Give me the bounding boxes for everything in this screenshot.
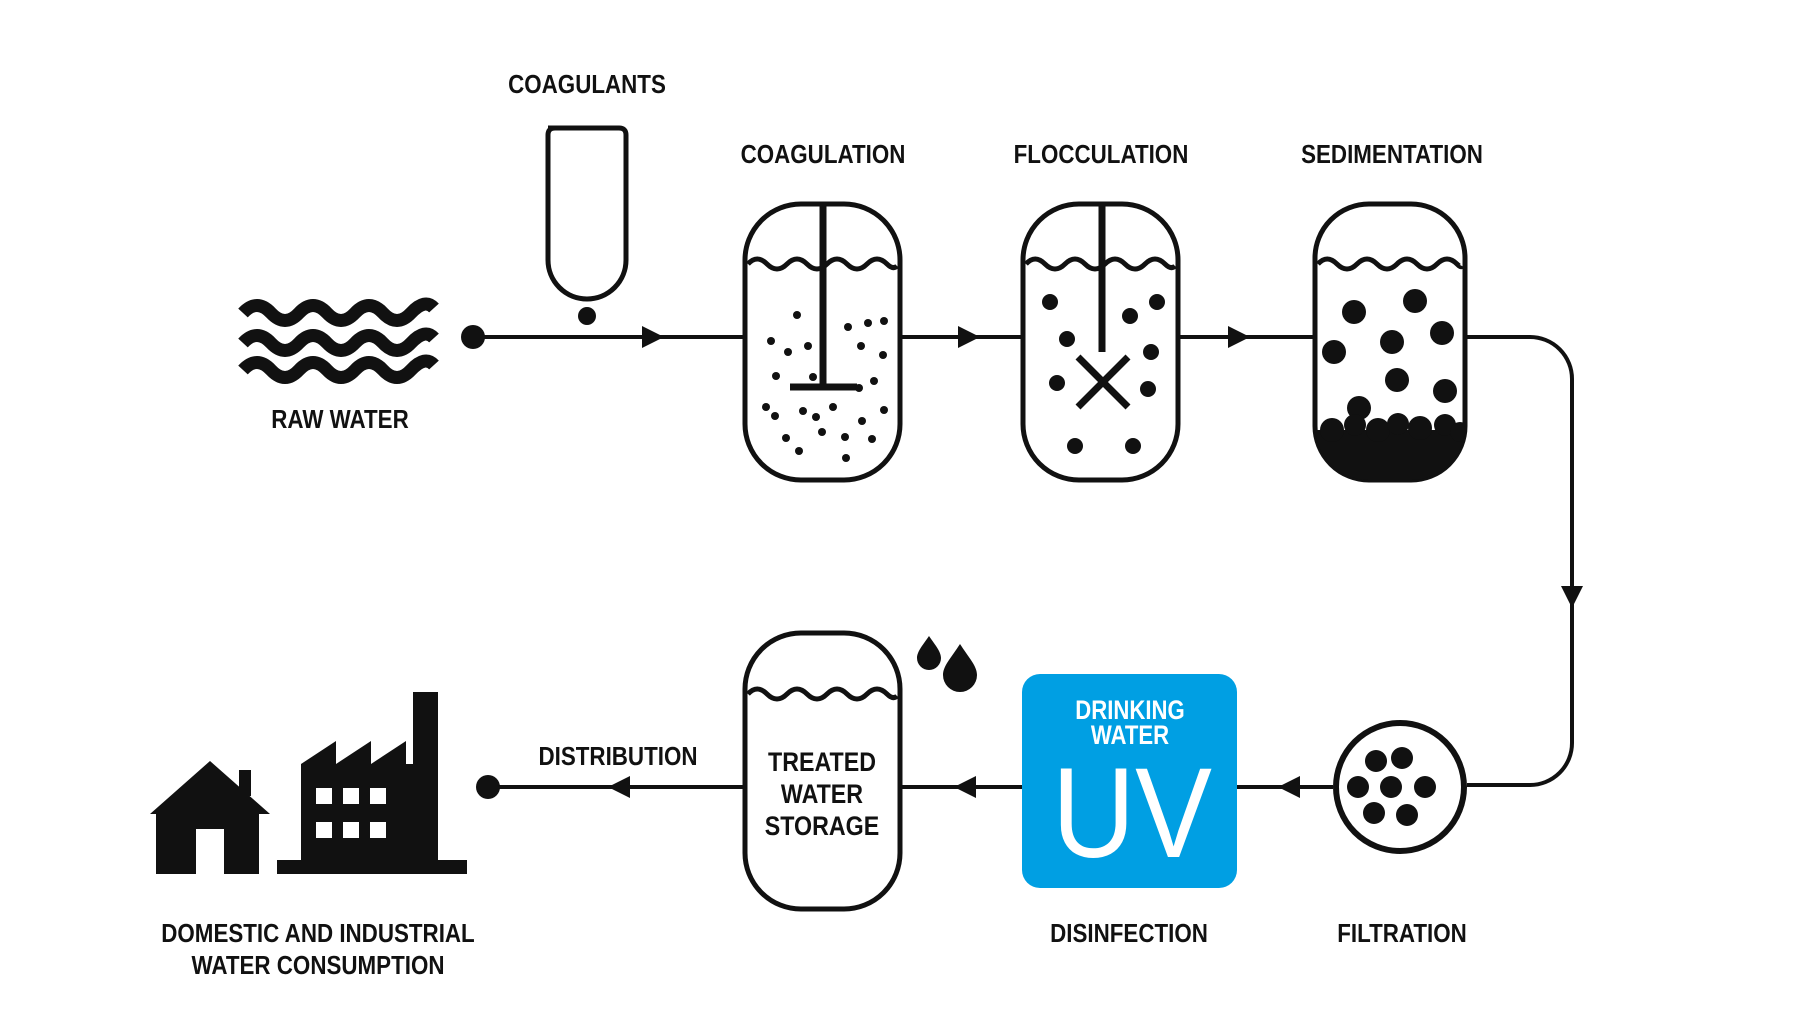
arrow-right-3 <box>1228 326 1250 348</box>
label-distribution: DISTRIBUTION <box>538 741 698 771</box>
arrow-left-1 <box>1278 776 1300 798</box>
water-drops-icon <box>917 636 977 692</box>
flocculation-tank <box>1020 201 1181 483</box>
settling-particles <box>1322 289 1457 420</box>
arrow-right-2 <box>958 326 980 348</box>
uv-symbol: UV <box>1051 742 1213 885</box>
storage-label-line-3: STORAGE <box>764 811 880 841</box>
factory-icon <box>277 692 467 874</box>
uv-subtitle-line-1: DRINKING <box>1075 695 1185 725</box>
uv-subtitle: DRINKING WATER <box>1075 695 1185 750</box>
label-filtration: FILTRATION <box>1337 918 1467 948</box>
uv-disinfection-box <box>1022 674 1237 888</box>
uv-subtitle-line-2: WATER <box>1090 720 1170 750</box>
label-consumption: DOMESTIC AND INDUSTRIAL WATER CONSUMPTIO… <box>161 917 474 981</box>
coagulant-drop <box>578 307 596 325</box>
water-surface <box>1316 256 1465 272</box>
filter-disc-icon <box>1333 720 1467 854</box>
floc-particles <box>1042 294 1165 454</box>
storage-tank-label: TREATED WATER STORAGE <box>765 746 879 842</box>
label-sedimentation: SEDIMENTATION <box>1301 139 1483 169</box>
storage-tank <box>742 630 903 912</box>
sedimentation-tank <box>1312 201 1468 483</box>
coagulation-tank <box>742 201 903 483</box>
sludge-layer <box>1315 413 1465 480</box>
water-surface <box>746 256 899 272</box>
storage-label-line-1: TREATED <box>768 747 876 777</box>
storage-label-line-2: WATER <box>780 779 864 809</box>
arrow-down <box>1561 586 1583 608</box>
raw-water-inlet-dot <box>461 325 485 349</box>
arrow-left-2 <box>954 776 976 798</box>
flow-arrows <box>608 326 1583 798</box>
mixer-paddle-icon <box>790 204 857 391</box>
label-coagulation: COAGULATION <box>740 139 906 169</box>
label-consumption-line-1: DOMESTIC AND INDUSTRIAL <box>161 918 475 948</box>
distribution-outlet-dot <box>476 775 500 799</box>
label-consumption-line-2: WATER CONSUMPTION <box>191 950 445 980</box>
pipe-sed-to-filter <box>1465 335 1574 787</box>
label-coagulants: COAGULANTS <box>508 69 666 99</box>
label-flocculation: FLOCCULATION <box>1013 139 1189 169</box>
label-disinfection: DISINFECTION <box>1050 918 1208 948</box>
label-raw-water: RAW WATER <box>271 404 409 434</box>
waves-icon <box>238 297 439 384</box>
arrow-right-1 <box>642 326 664 348</box>
house-icon <box>150 761 270 874</box>
dosing-bottle-icon <box>545 125 629 325</box>
suspended-particles <box>762 311 888 462</box>
water-surface <box>746 686 899 702</box>
arrow-left-3 <box>608 776 630 798</box>
x-impeller-icon <box>1075 204 1131 410</box>
